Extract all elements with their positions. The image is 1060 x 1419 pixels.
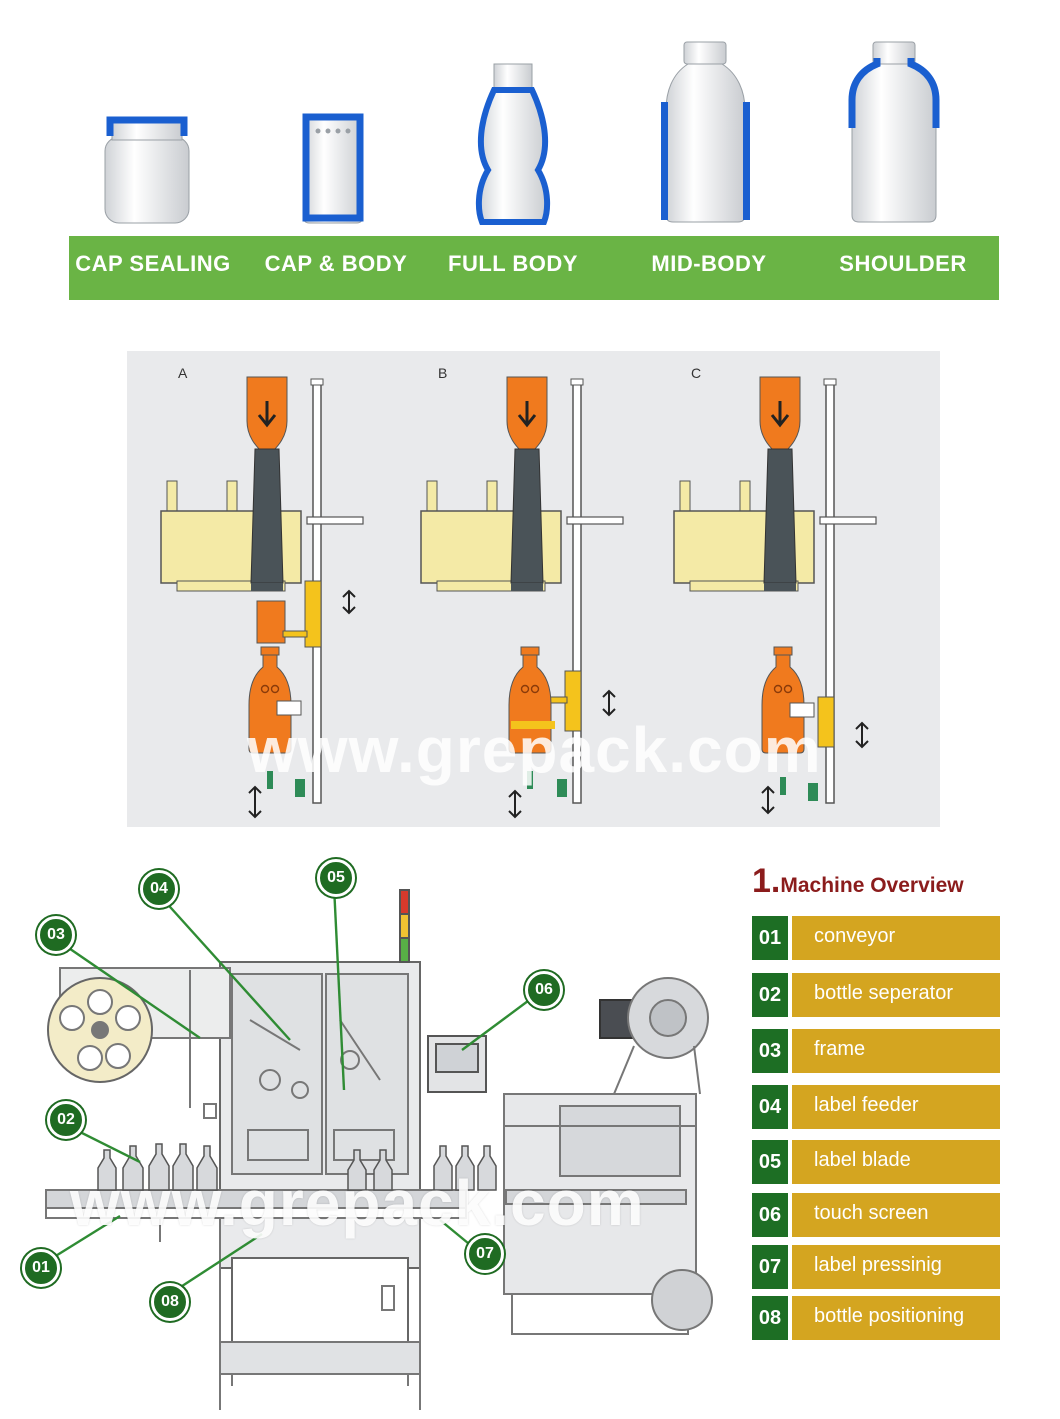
callout-03: 03 <box>37 916 75 954</box>
legend-item-conveyor: 01 conveyor <box>752 916 1000 960</box>
station-b <box>419 375 625 819</box>
legend-item-label: touch screen <box>792 1193 1000 1237</box>
step-label-c: C <box>691 365 702 381</box>
machine-illustration <box>45 885 713 1410</box>
legend-item-number: 08 <box>752 1296 788 1340</box>
legend-item-frame: 03 frame <box>752 1029 1000 1073</box>
callout-04: 04 <box>140 870 178 908</box>
legend-item-bottle-seperator: 02 bottle seperator <box>752 973 1000 1017</box>
legend-item-number: 04 <box>752 1085 788 1129</box>
legend-item-label: label pressinig <box>792 1245 1000 1289</box>
legend-title-text: Machine Overview <box>780 874 964 897</box>
label-types-section: CAP SEALING CAP & BODY FULL BODY MID-BOD… <box>0 0 1060 310</box>
legend-item-number: 01 <box>752 916 788 960</box>
station-c <box>672 375 878 815</box>
callout-05: 05 <box>317 859 355 897</box>
label-type-full-body: FULL BODY <box>448 251 578 276</box>
legend-item-label: bottle positioning <box>792 1296 1000 1340</box>
machine-drawing: www.grepack.com 01 02 03 04 05 06 07 08 <box>0 850 720 1419</box>
bottle-illustrations <box>104 41 940 225</box>
legend-title-number: 1. <box>752 862 781 900</box>
legend-item-label: bottle seperator <box>792 973 1000 1017</box>
callout-01: 01 <box>22 1249 60 1287</box>
legend-item-label: conveyor <box>792 916 1000 960</box>
cap-sealing-bottle <box>104 116 190 224</box>
legend-item-label: label feeder <box>792 1085 1000 1129</box>
mid-body-bottle <box>661 41 750 223</box>
legend-item-number: 03 <box>752 1029 788 1073</box>
callout-07: 07 <box>466 1235 504 1273</box>
legend-item-touch-screen: 06 touch screen <box>752 1193 1000 1237</box>
label-type-cap-body: CAP & BODY <box>264 251 408 276</box>
cap-and-body-bottle <box>302 113 364 224</box>
legend-item-bottle-positioning: 08 bottle positioning <box>752 1296 1000 1340</box>
legend-item-label-blade: 05 label blade <box>752 1140 1000 1184</box>
label-type-shoulder: SHOULDER <box>839 251 967 276</box>
step-label-a: A <box>178 365 188 381</box>
legend-item-number: 05 <box>752 1140 788 1184</box>
full-body-bottle <box>475 63 551 225</box>
legend-item-label: frame <box>792 1029 1000 1073</box>
step-label-b: B <box>438 365 448 381</box>
machine-watermark: www.grepack.com <box>70 1167 645 1239</box>
legend-item-number: 02 <box>752 973 788 1017</box>
legend-item-label-feeder: 04 label feeder <box>752 1085 1000 1129</box>
callout-06: 06 <box>525 971 563 1009</box>
legend-item-number: 06 <box>752 1193 788 1237</box>
label-type-cap-sealing: CAP SEALING <box>75 251 231 276</box>
sleeving-process-diagram: A B C www.grepack.com <box>127 351 940 827</box>
callout-08: 08 <box>151 1283 189 1321</box>
callout-02: 02 <box>47 1101 85 1139</box>
station-a <box>159 375 365 819</box>
legend-title: 1.Machine Overview <box>752 862 964 901</box>
watermark: www.grepack.com <box>247 714 822 786</box>
legend-item-label: label blade <box>792 1140 1000 1184</box>
legend-item-label-pressing: 07 label pressinig <box>752 1245 1000 1289</box>
legend-item-number: 07 <box>752 1245 788 1289</box>
label-type-bar: CAP SEALING CAP & BODY FULL BODY MID-BOD… <box>69 236 999 300</box>
shoulder-bottle <box>848 41 940 223</box>
label-type-mid-body: MID-BODY <box>651 251 767 276</box>
process-illustration <box>159 375 878 819</box>
